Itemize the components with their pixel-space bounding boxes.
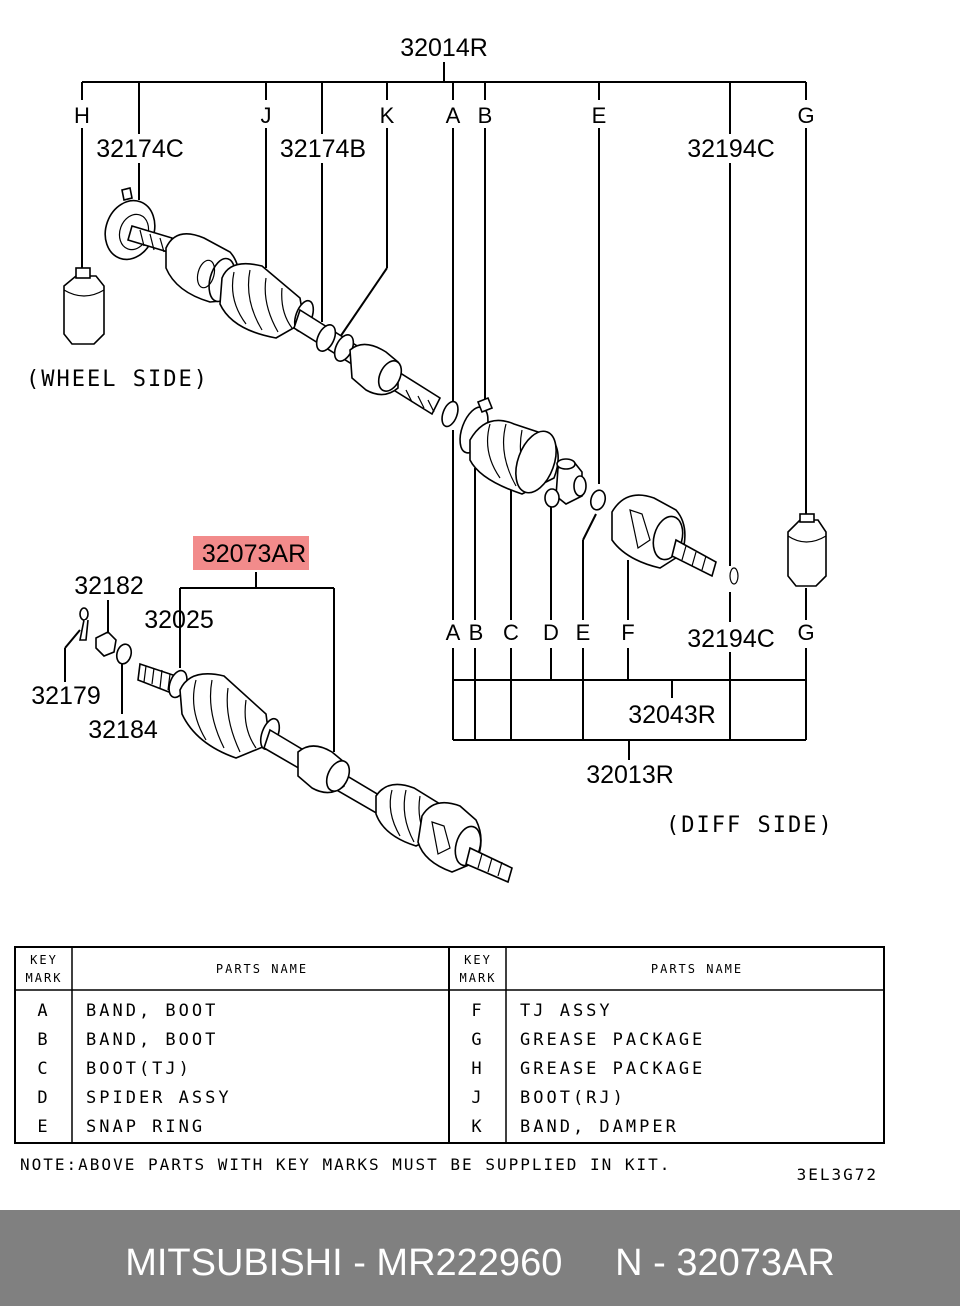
table-row-mark: A xyxy=(37,1001,50,1021)
label-32179: 32179 xyxy=(31,682,101,710)
label-32174b: 32174B xyxy=(280,135,366,163)
kit-note: NOTE:ABOVE PARTS WITH KEY MARKS MUST BE … xyxy=(20,1155,671,1174)
key-marks-top: H J K A B E G xyxy=(74,103,815,128)
table-row-mark: H xyxy=(471,1059,484,1079)
key-mark-bottom: E xyxy=(576,620,591,645)
part-labels: 32014R 32174C 32174B 32194C 32073AR 3218… xyxy=(31,34,775,789)
label-32174c: 32174C xyxy=(96,135,184,163)
key-mark-bottom: B xyxy=(469,620,484,645)
footer-bar: MITSUBISHI - MR222960 N - 32073AR xyxy=(0,1210,960,1306)
table-row-mark: F xyxy=(471,1001,484,1021)
key-mark-bottom: G xyxy=(797,620,814,645)
table-header-mark: MARK xyxy=(460,971,497,985)
nut-icon xyxy=(95,631,117,657)
table-row-name: BAND, BOOT xyxy=(86,1001,218,1021)
table-row-mark: C xyxy=(37,1059,50,1079)
table-row-name: BAND, BOOT xyxy=(86,1030,218,1050)
diff-side-label: (DIFF SIDE) xyxy=(666,813,834,838)
band-a-icon xyxy=(441,400,459,428)
highlight-box xyxy=(193,536,309,570)
grease-package-g-icon xyxy=(787,513,827,587)
table-row-name: BOOT(TJ) xyxy=(86,1059,192,1079)
label-32194c-top: 32194C xyxy=(687,135,775,163)
table-header-key: KEY xyxy=(464,953,492,967)
table-header-mark: MARK xyxy=(26,971,63,985)
label-32194c-bottom: 32194C xyxy=(687,625,775,653)
key-mark-bottom: D xyxy=(543,620,559,645)
snap-ring-icon xyxy=(589,489,607,511)
key-mark-top: K xyxy=(380,103,395,128)
table-row-name: BAND, DAMPER xyxy=(520,1117,679,1137)
label-32073ar: 32073AR xyxy=(202,540,306,568)
label-32025: 32025 xyxy=(144,606,214,634)
label-32182: 32182 xyxy=(74,572,144,600)
table-row-name: SNAP RING xyxy=(86,1117,205,1137)
key-marks-bottom: A B C D E F G xyxy=(446,620,815,645)
table-header-parts-name: PARTS NAME xyxy=(651,962,743,976)
label-32013r: 32013R xyxy=(586,761,674,789)
lower-leader-lines xyxy=(64,572,335,752)
key-mark-top: A xyxy=(446,103,461,128)
key-mark-top: E xyxy=(592,103,607,128)
key-mark-top: G xyxy=(797,103,814,128)
upper-drive-shaft xyxy=(63,187,827,587)
label-32043r: 32043R xyxy=(628,701,716,729)
top-leader-lines xyxy=(81,62,807,566)
washer-icon xyxy=(115,643,133,665)
damper-icon xyxy=(349,343,435,413)
table-row-mark: J xyxy=(471,1088,484,1108)
wheel-side-label: (WHEEL SIDE) xyxy=(26,367,209,392)
table-row-mark: B xyxy=(37,1030,50,1050)
table-header-key: KEY xyxy=(30,953,58,967)
diagram-code: 3EL3G72 xyxy=(797,1165,878,1184)
key-mark-bottom: F xyxy=(621,620,634,645)
key-mark-top: J xyxy=(261,103,272,128)
footer-caption: MITSUBISHI - MR222960 N - 32073AR xyxy=(125,1242,835,1284)
table-row-name: BOOT(RJ) xyxy=(520,1088,626,1108)
table-row-mark: D xyxy=(37,1088,50,1108)
key-mark-top: H xyxy=(74,103,90,128)
key-mark-top: B xyxy=(478,103,493,128)
table-row-name: GREASE PACKAGE xyxy=(520,1059,705,1079)
key-mark-bottom: C xyxy=(503,620,519,645)
table-row-name: GREASE PACKAGE xyxy=(520,1030,705,1050)
tj-assy-icon xyxy=(611,494,717,578)
parts-table: KEY MARK PARTS NAME KEY MARK PARTS NAME … xyxy=(14,946,885,1144)
table-row-name: SPIDER ASSY xyxy=(86,1088,232,1108)
label-32014r: 32014R xyxy=(400,34,488,62)
spider-assy-icon xyxy=(544,458,587,508)
table-row-name: TJ ASSY xyxy=(520,1001,613,1021)
band-damper-icon xyxy=(315,324,355,362)
table-row-mark: K xyxy=(471,1117,484,1137)
cotter-pin-icon xyxy=(79,607,89,641)
lower-drive-shaft xyxy=(79,607,513,884)
outer-joint-icon xyxy=(104,187,173,261)
label-32184: 32184 xyxy=(88,716,158,744)
key-mark-bottom: A xyxy=(446,620,461,645)
bottom-leader-lines xyxy=(452,430,807,760)
table-row-mark: G xyxy=(471,1030,484,1050)
table-row-mark: E xyxy=(37,1117,50,1137)
boot-tj-icon xyxy=(469,419,559,495)
grease-package-h-icon xyxy=(63,267,105,345)
table-header-parts-name: PARTS NAME xyxy=(216,962,308,976)
